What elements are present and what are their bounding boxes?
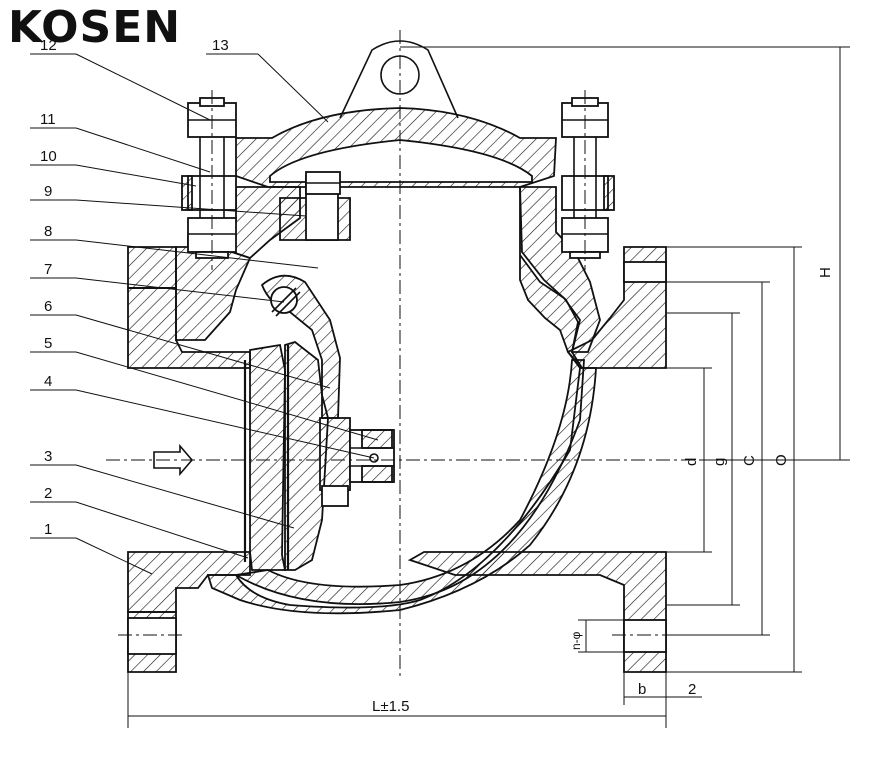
dim-g: g [711, 458, 728, 466]
dim-bolt-holes: n-φ [569, 631, 583, 650]
kosen-logo: KOSEN [8, 2, 182, 53]
dim-o: O [773, 454, 790, 466]
part-label-1: 1 [44, 521, 52, 538]
left-bolt [181, 97, 237, 259]
part-label-8: 8 [44, 223, 52, 240]
part-label-9: 9 [44, 183, 52, 200]
dim-2: 2 [688, 681, 696, 698]
part-label-4: 4 [44, 373, 52, 390]
pin-bolt [305, 171, 341, 195]
part-label-5: 5 [44, 335, 52, 352]
dimension-lines [127, 46, 850, 728]
part-label-7: 7 [44, 261, 52, 278]
right-bolt [561, 97, 615, 259]
part-label-10: 10 [40, 148, 57, 165]
part-label-11: 11 [40, 111, 56, 128]
flow-direction-arrow [153, 443, 194, 477]
part-label-3: 3 [44, 448, 52, 465]
part-label-13: 13 [212, 37, 229, 54]
center-lines [106, 30, 700, 680]
dim-length: L±1.5 [372, 698, 409, 715]
dim-b: b [638, 681, 646, 698]
dim-d: d [683, 458, 700, 466]
part-label-6: 6 [44, 298, 52, 315]
disc-assembly [243, 274, 395, 571]
part-callouts [30, 53, 379, 575]
part-label-12: 12 [40, 37, 57, 54]
valve-body [127, 40, 667, 673]
dim-h: H [817, 267, 834, 278]
part-label-2: 2 [44, 485, 52, 502]
dim-c: C [741, 455, 758, 466]
